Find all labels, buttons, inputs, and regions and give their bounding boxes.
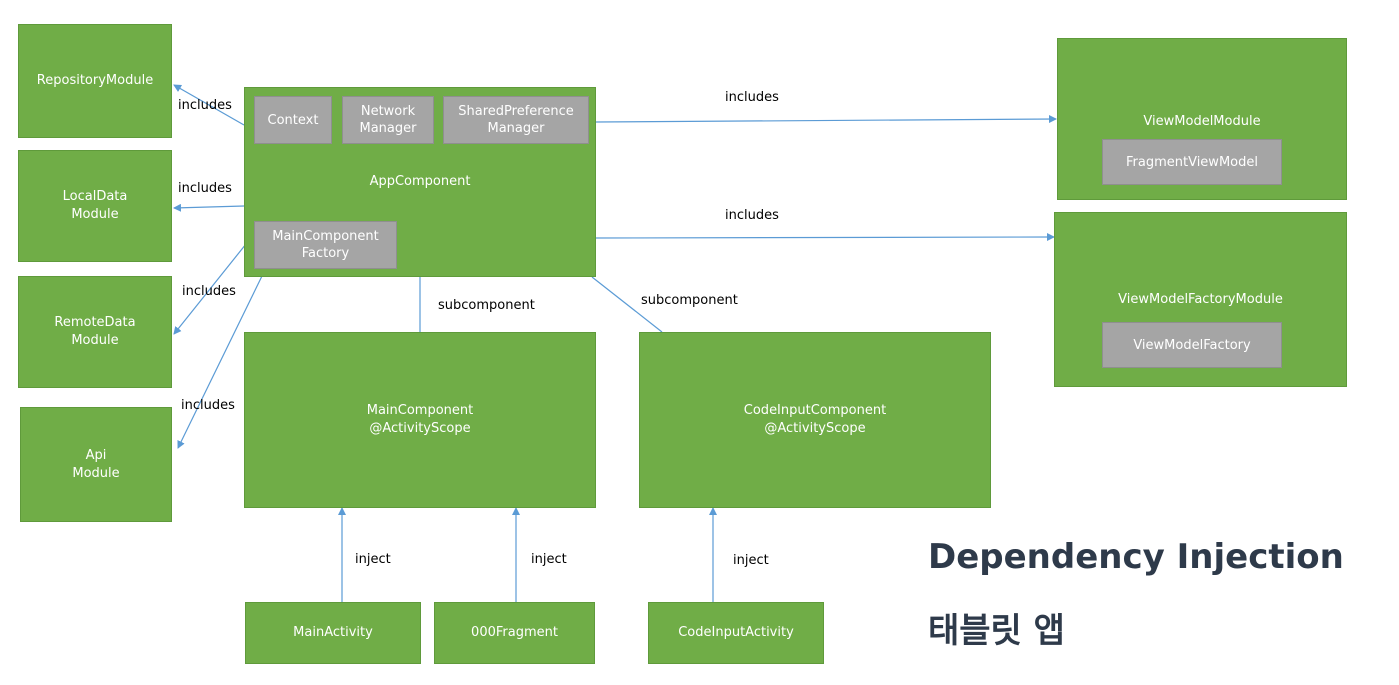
api-module: Api Module xyxy=(20,407,172,522)
edge-app-to-viewmodel xyxy=(595,115,1057,124)
edge-app-to-remotedata xyxy=(173,243,247,335)
view-model-factory-module-title: ViewModelFactoryModule xyxy=(1118,292,1283,307)
view-model-module-title: ViewModelModule xyxy=(1143,114,1261,129)
edge-label-includes-remotedata: includes xyxy=(182,284,236,299)
edge-label-inject-mainactivity: inject xyxy=(355,552,391,567)
network-manager-item: Network Manager xyxy=(342,96,434,144)
code-input-component: CodeInputComponent @ActivityScope xyxy=(639,332,991,508)
edge-label-includes-api: includes xyxy=(181,398,235,413)
edge-label-includes-viewmodel: includes xyxy=(725,90,779,105)
view-model-factory-item: ViewModelFactory xyxy=(1102,322,1282,368)
main-activity: MainActivity xyxy=(245,602,421,664)
edge-label-includes-localdata: includes xyxy=(178,181,232,196)
context-item: Context xyxy=(254,96,332,144)
edge-app-to-repository xyxy=(173,84,245,126)
app-component-title: AppComponent xyxy=(369,174,471,189)
local-data-module: LocalData Module xyxy=(18,150,172,262)
edge-label-inject-fragment: inject xyxy=(531,552,567,567)
fragment-view-model-item: FragmentViewModel xyxy=(1102,139,1282,185)
edge-app-to-viewmodelfactory xyxy=(595,233,1055,242)
edge-app-to-codeinputcomponent xyxy=(591,276,663,333)
edge-label-subcomponent-codeinput: subcomponent xyxy=(641,293,738,308)
caption-title: Dependency Injection xyxy=(928,537,1344,577)
edge-label-includes-repository: includes xyxy=(178,98,232,113)
code-input-activity: CodeInputActivity xyxy=(648,602,824,664)
edge-app-to-api xyxy=(177,275,263,449)
edge-label-subcomponent-main: subcomponent xyxy=(438,298,535,313)
edge-app-to-localdata xyxy=(173,203,245,212)
main-component-factory-item: MainComponent Factory xyxy=(254,221,397,269)
repository-module: RepositoryModule xyxy=(18,24,172,138)
remote-data-module: RemoteData Module xyxy=(18,276,172,388)
edge-label-includes-viewmodelfactory: includes xyxy=(725,208,779,223)
caption-subtitle: 태블릿 앱 xyxy=(928,611,1065,651)
edge-label-inject-codeinputactivity: inject xyxy=(733,553,769,568)
shared-preference-manager-item: SharedPreference Manager xyxy=(443,96,589,144)
main-component: MainComponent @ActivityScope xyxy=(244,332,596,508)
fragment-000: 000Fragment xyxy=(434,602,595,664)
